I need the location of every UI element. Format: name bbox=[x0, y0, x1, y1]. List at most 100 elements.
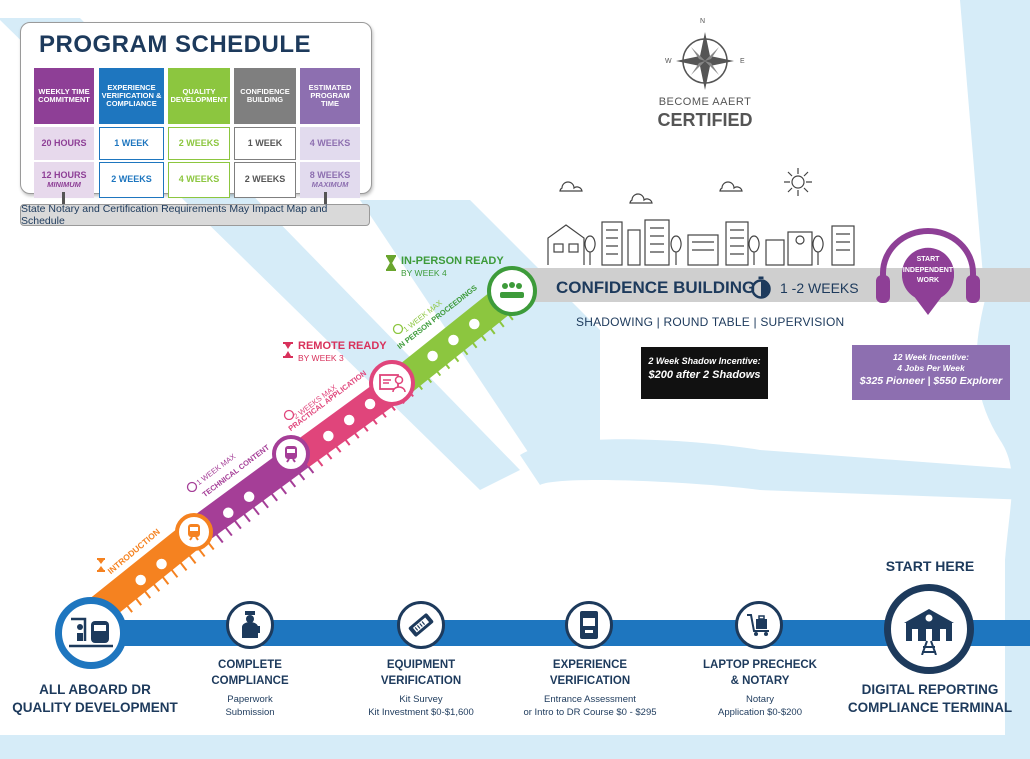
row1-weekly-time: 20 HOURS bbox=[34, 127, 94, 160]
compass-e: E bbox=[740, 58, 745, 65]
laptop-precheck-sub: Notary Application $0-$200 bbox=[695, 693, 825, 720]
lp-title2: & NOTARY bbox=[730, 674, 790, 687]
pin-line3: WORK bbox=[916, 277, 940, 284]
equipment-verification-title: EQUIPMENT VERIFICATION bbox=[356, 658, 486, 689]
all-aboard-label: ALL ABOARD DR QUALITY DEVELOPMENT bbox=[0, 681, 190, 716]
lp-sub1: Notary bbox=[746, 694, 774, 705]
start-here-label: START HERE bbox=[885, 558, 975, 574]
certified-line2: CERTIFIED bbox=[657, 110, 753, 130]
city-skyline-icon bbox=[547, 168, 855, 266]
rail-stop bbox=[154, 557, 169, 571]
experience-verification-sub: Entrance Assessment or Intro to DR Cours… bbox=[505, 693, 675, 720]
remote-ready-sub: BY WEEK 3 bbox=[298, 353, 344, 364]
pin-line2: INDEPENDENT bbox=[902, 266, 954, 274]
equipment-verification-station[interactable] bbox=[397, 601, 445, 649]
incentive-line1: 12 Week Incentive: bbox=[893, 352, 969, 362]
train-icon bbox=[188, 524, 200, 541]
row1-estimated: 4 WEEKS bbox=[300, 127, 360, 160]
header-weekly-time: WEEKLY TIME COMMITMENT bbox=[34, 68, 94, 124]
row2-minimum-note: MINIMUM bbox=[47, 179, 81, 189]
hourglass-icon-green bbox=[386, 255, 396, 271]
equipment-verification-sub: Kit Survey Kit Investment $0-$1,600 bbox=[346, 693, 496, 720]
train-station-icon bbox=[904, 609, 954, 655]
header-confidence-building: CONFIDENCE BUILDING bbox=[234, 68, 296, 124]
all-aboard-station bbox=[55, 597, 127, 669]
train-platform-icon bbox=[69, 617, 113, 648]
xv-title1: EXPERIENCE bbox=[552, 659, 628, 671]
rail-stop bbox=[242, 490, 256, 504]
compass-w: W bbox=[665, 58, 672, 65]
stopwatch-icon-magenta bbox=[283, 409, 295, 420]
tickets-label: TICKETS bbox=[580, 608, 595, 612]
stopwatch-icon-green bbox=[392, 323, 404, 334]
confidence-duration: 1 -2 WEEKS bbox=[780, 280, 859, 296]
confidence-title: CONFIDENCE BUILDING bbox=[556, 278, 756, 297]
row1-confidence: 1 WEEK bbox=[234, 127, 296, 160]
cc-sub1: Paperwork bbox=[227, 694, 273, 705]
rail-tie bbox=[224, 525, 233, 537]
header-experience-verification: EXPERIENCE VERIFICATION & COMPLIANCE bbox=[99, 68, 164, 124]
laptop-precheck-station[interactable] bbox=[735, 601, 783, 649]
train-icon bbox=[285, 446, 297, 463]
pin-line1: START bbox=[916, 256, 940, 263]
remote-ready-title: REMOTE READY bbox=[298, 340, 387, 352]
all-aboard-line2: QUALITY DEVELOPMENT bbox=[12, 699, 178, 715]
shadow-incentive-box: 2 Week Shadow Incentive: $200 after 2 Sh… bbox=[641, 347, 768, 399]
row2-weekly-time-value: 12 HOURS bbox=[41, 170, 87, 181]
rail-stop bbox=[321, 429, 336, 443]
remote-ready-label: REMOTE READY BY WEEK 3 bbox=[298, 340, 387, 363]
complete-compliance-station[interactable] bbox=[226, 601, 274, 649]
ev-title2: VERIFICATION bbox=[380, 674, 462, 687]
row2-estimated: 8 WEEKS MAXIMUM bbox=[300, 162, 360, 198]
xv-title2: VERIFICATION bbox=[549, 674, 631, 687]
rail-stop bbox=[133, 573, 148, 587]
twelve-week-incentive-box: 12 Week Incentive: 4 Jobs Per Week $325 … bbox=[852, 345, 1010, 400]
station-purple bbox=[272, 435, 310, 473]
certified-line1: BECOME AAERT bbox=[658, 96, 752, 108]
track-orange bbox=[88, 520, 207, 622]
experience-verification-station[interactable] bbox=[565, 601, 613, 649]
row1-quality: 2 WEEKS bbox=[168, 127, 230, 160]
lp-title1: LAPTOP PRECHECK bbox=[703, 659, 817, 671]
incentive-line3: $325 Pioneer | $550 Explorer bbox=[859, 375, 1003, 388]
xv-sub1: Entrance Assessment bbox=[544, 694, 636, 705]
compass-icon bbox=[676, 32, 734, 90]
terminal-label: DIGITAL REPORTING COMPLIANCE TERMINAL bbox=[840, 681, 1020, 717]
confidence-activities: SHADOWING | ROUND TABLE | SUPERVISION bbox=[576, 315, 845, 329]
rail-stops bbox=[133, 317, 482, 587]
ev-sub1: Kit Survey bbox=[399, 694, 443, 705]
river-bottom bbox=[0, 735, 1030, 759]
rail-stop bbox=[342, 413, 356, 427]
ev-title1: EQUIPMENT bbox=[386, 659, 456, 671]
round-table-icon bbox=[500, 282, 524, 298]
all-aboard-line1: ALL ABOARD DR bbox=[39, 682, 151, 697]
rail-stop bbox=[425, 349, 440, 363]
program-schedule-card: PROGRAM SCHEDULE WEEKLY TIME COMMITMENT … bbox=[20, 22, 372, 198]
cc-title1: COMPLETE bbox=[218, 659, 282, 671]
row1-experience: 1 WEEK bbox=[99, 127, 164, 160]
inperson-ready-title: IN-PERSON READY bbox=[401, 255, 504, 267]
hourglass-icon-orange bbox=[97, 558, 105, 572]
cc-sub2: Submission bbox=[225, 707, 275, 719]
requirements-notice: State Notary and Certification Requireme… bbox=[20, 203, 370, 227]
terminal-station[interactable] bbox=[884, 584, 974, 674]
lp-sub2: Application $0-$200 bbox=[718, 707, 802, 719]
luggage-cart-icon bbox=[747, 614, 769, 636]
sign-post-left bbox=[62, 192, 65, 204]
sign-post-right bbox=[324, 192, 327, 204]
rail-stop bbox=[363, 397, 377, 411]
start-independent-work-label: START INDEPENDENT WORK bbox=[900, 255, 956, 287]
terminal-line1: DIGITAL REPORTING bbox=[861, 682, 999, 697]
header-estimated-time: ESTIMATED PROGRAM TIME bbox=[300, 68, 360, 124]
rail-stop bbox=[467, 317, 482, 331]
inperson-ready-label: IN-PERSON READY BY WEEK 4 bbox=[401, 255, 504, 278]
hourglass-icon-red bbox=[283, 342, 293, 358]
station-magenta bbox=[369, 360, 415, 406]
ticket-icon bbox=[408, 613, 434, 637]
shadow-incentive-line1: 2 Week Shadow Incentive: bbox=[648, 356, 761, 366]
terminal-line2: COMPLIANCE TERMINAL bbox=[847, 700, 1013, 716]
rail-stop bbox=[446, 333, 461, 347]
river-lower bbox=[520, 439, 1030, 500]
headphones-pin-icon bbox=[876, 228, 980, 315]
schedule-title: PROGRAM SCHEDULE bbox=[39, 31, 312, 58]
